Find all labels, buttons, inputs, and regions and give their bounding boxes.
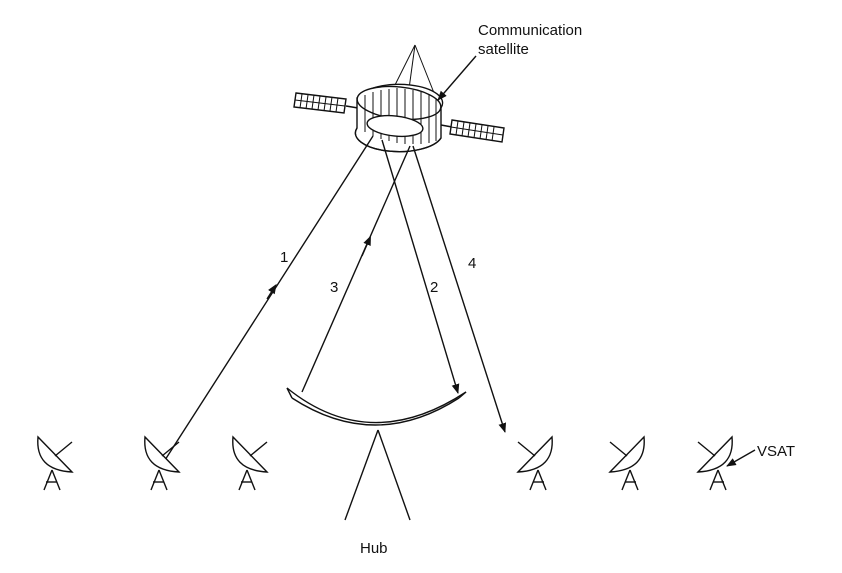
communication-satellite bbox=[293, 83, 505, 153]
vsat-dish-icon bbox=[608, 435, 645, 491]
vsat-dish-icon bbox=[144, 435, 181, 491]
vsat-dish-icon bbox=[516, 435, 553, 491]
right-solar-panel-icon bbox=[440, 119, 505, 143]
link-3-label: 3 bbox=[330, 279, 338, 296]
link-1-label: 1 bbox=[280, 249, 288, 266]
vsat-dishes bbox=[37, 435, 733, 491]
vsat-dish-icon bbox=[232, 435, 269, 491]
link-3: 3 bbox=[301, 145, 411, 393]
vsat-label: VSAT bbox=[726, 443, 795, 467]
link-2-label: 2 bbox=[430, 279, 438, 296]
hub-dish-icon bbox=[286, 387, 467, 521]
vsat-label-text: VSAT bbox=[757, 443, 795, 460]
link-2: 2 bbox=[381, 139, 460, 394]
link-4-label: 4 bbox=[468, 255, 476, 272]
left-solar-panel-icon bbox=[293, 92, 359, 114]
vsat-pointer-arrow bbox=[726, 449, 756, 467]
satellite-label-line2: satellite bbox=[478, 41, 529, 58]
link-1: 1 bbox=[164, 135, 374, 461]
satellite-body-icon bbox=[354, 83, 444, 153]
vsat-dish-icon bbox=[37, 435, 74, 491]
vsat-dish-icon bbox=[696, 435, 733, 491]
link-4: 4 bbox=[412, 145, 507, 433]
satellite-label: Communication satellite bbox=[437, 22, 582, 101]
satellite-label-line1: Communication bbox=[478, 22, 582, 39]
hub-label: Hub bbox=[360, 540, 388, 557]
satellite-pointer-arrow bbox=[437, 55, 477, 101]
